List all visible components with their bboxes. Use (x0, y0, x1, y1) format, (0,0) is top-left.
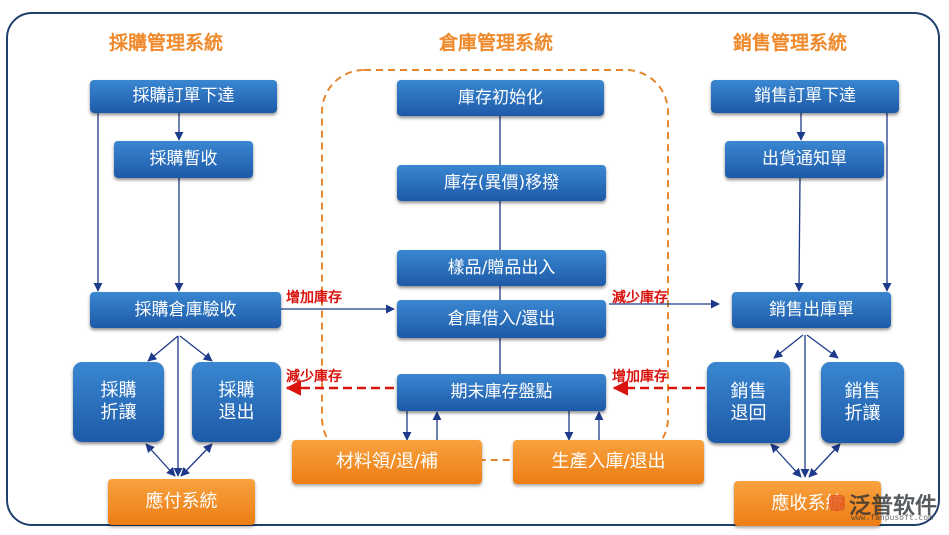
inventory-init-node: 庫存初始化 (397, 80, 604, 116)
increase-stock-label-left: 增加庫存 (286, 290, 342, 306)
decrease-stock-label-left: 減少庫存 (286, 369, 342, 385)
wire-inspection-to-discount (147, 335, 179, 362)
production-receipt-node: 生產入庫/退出 (513, 440, 704, 484)
increase-stock-label-right: 增加庫存 (612, 369, 668, 385)
wire-outbound-to-discount (806, 334, 839, 359)
watermark-logo-text: 泛普软件 (849, 494, 938, 519)
decrease-stock-label-right: 減少庫存 (612, 290, 668, 306)
outer-frame (6, 12, 940, 526)
warehouse-borrow-node: 倉庫借入/還出 (397, 300, 606, 338)
purchase-system-title: 採購管理系統 (108, 32, 224, 54)
sales-discount-node: 銷售 折讓 (821, 362, 904, 443)
purchase-order-node: 採購訂單下達 (90, 80, 277, 113)
inventory-transfer-node: 庫存(異價)移撥 (397, 165, 606, 201)
wire-return-receivable (770, 443, 802, 478)
sales-return-node: 銷售 退回 (707, 362, 790, 443)
delivery-notice-node: 出貨通知單 (725, 141, 884, 178)
fanpu-logo-icon (829, 495, 845, 511)
wire-discount-receivable (808, 443, 841, 478)
stocktake-node: 期末庫存盤點 (397, 374, 606, 411)
purchase-inspection-node: 採購倉庫驗收 (90, 292, 281, 328)
receivable-system-node: 應收系統 (734, 481, 881, 526)
warehouse-system-title: 倉庫管理系統 (438, 32, 554, 54)
wire-notice-to-outbound (794, 177, 804, 292)
purchase-temp-receipt-node: 採購暫收 (114, 141, 253, 178)
purchase-return-node: 採購 退出 (192, 362, 281, 442)
material-issue-node: 材料領/退/補 (292, 440, 482, 484)
wire-return-payable (180, 443, 213, 477)
wire-discount-payable (145, 443, 176, 477)
wire-inspection-to-return (179, 335, 213, 362)
sales-order-node: 銷售訂單下達 (711, 80, 899, 113)
watermark-url: www.fanpusoft.com (851, 513, 933, 522)
sales-outbound-node: 銷售出庫單 (732, 292, 891, 328)
sales-system-title: 銷售管理系統 (732, 32, 848, 54)
wire-outbound-to-return (773, 334, 804, 359)
purchase-discount-node: 採購 折讓 (73, 362, 164, 442)
sample-gift-node: 樣品/贈品出入 (397, 250, 606, 286)
warehouse-region (321, 69, 669, 461)
payable-system-node: 應付系統 (108, 479, 255, 525)
